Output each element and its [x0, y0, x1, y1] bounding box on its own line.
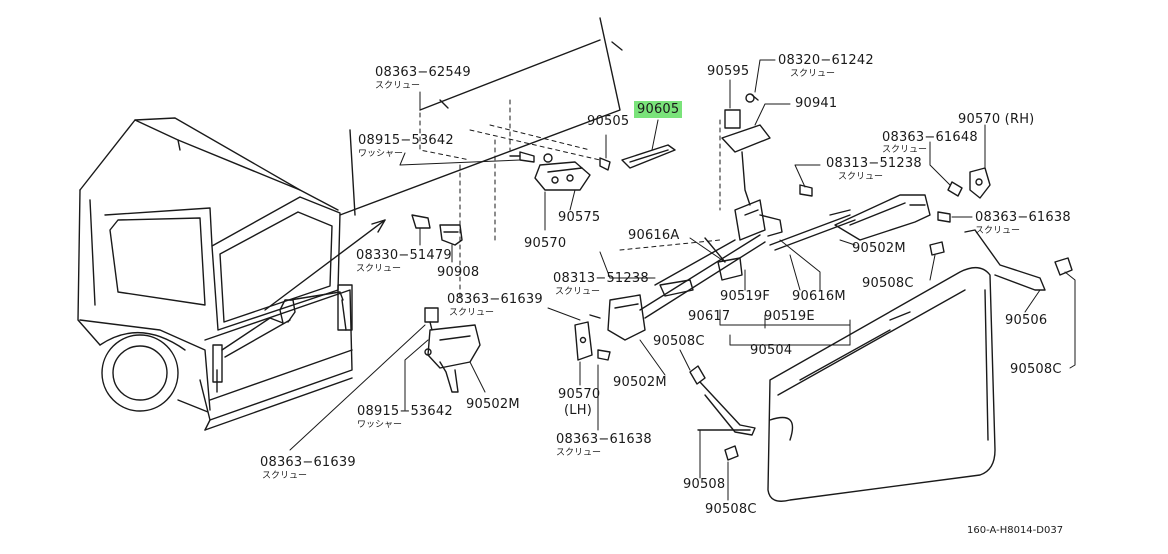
part-label-90504[interactable]: 90504	[750, 343, 793, 358]
part-label-90616a[interactable]: 90616A	[628, 228, 680, 243]
part-label-08363-61638-right[interactable]: 08363−61638	[975, 210, 1071, 225]
highlighted-part: 90605	[634, 101, 683, 118]
part-label-90519f[interactable]: 90519F	[720, 289, 771, 304]
part-label-90508c-bottom[interactable]: 90508C	[705, 502, 757, 517]
part-label-90502m-left[interactable]: 90502M	[466, 397, 520, 412]
part-label-08320-61242[interactable]: 08320−61242	[778, 53, 874, 68]
glass-panel-outline	[340, 18, 622, 215]
part-label-90617[interactable]: 90617	[688, 309, 731, 324]
part-label-90575[interactable]: 90575	[558, 210, 601, 225]
part-label-08363-61648[interactable]: 08363−61648	[882, 130, 978, 145]
lower-handle	[690, 366, 755, 460]
part-sublabel: スクリュー	[882, 145, 928, 155]
part-label-90505[interactable]: 90505	[587, 114, 630, 129]
leader-lines	[290, 60, 1075, 500]
part-sublabel: スクリュー	[375, 81, 421, 91]
diagram-code: 160-A-H8014-D037	[967, 525, 1064, 536]
part-label-08363-61639-mid[interactable]: 08363−61639	[447, 292, 543, 307]
part-label-90506[interactable]: 90506	[1005, 313, 1048, 328]
part-sublabel: スクリュー	[790, 69, 836, 79]
part-label-08915-53642-top[interactable]: 08915−53642	[358, 133, 454, 148]
part-label-08313-51238-top[interactable]: 08313−51238	[826, 156, 922, 171]
part-label-90570-rh[interactable]: 90570 (RH)	[958, 112, 1035, 127]
part-sublabel: ワッシャー	[357, 420, 403, 430]
part-label-90508[interactable]: 90508	[683, 477, 726, 492]
part-label-08915-53642-bottom[interactable]: 08915−53642	[357, 404, 453, 419]
part-label-90941[interactable]: 90941	[795, 96, 838, 111]
part-label-90502m-mid[interactable]: 90502M	[613, 375, 667, 390]
left-latch	[425, 308, 480, 392]
part-label-90570[interactable]: 90570	[524, 236, 567, 251]
part-label-90570-lh-side: (LH)	[564, 403, 592, 418]
part-label-08313-51238-mid[interactable]: 08313−51238	[553, 271, 649, 286]
right-hinge	[800, 168, 990, 240]
part-sublabel: スクリュー	[449, 308, 495, 318]
part-label-08363-62549[interactable]: 08363−62549	[375, 65, 471, 80]
rods	[640, 215, 855, 318]
part-label-90605[interactable]: 90605	[634, 101, 683, 118]
clip-90908	[412, 215, 462, 245]
part-label-90519e[interactable]: 90519E	[764, 309, 815, 324]
part-sublabel: スクリュー	[975, 226, 1021, 236]
center-latch	[575, 280, 693, 360]
part-label-08363-61638-bottom[interactable]: 08363−61638	[556, 432, 652, 447]
lock-actuator	[722, 94, 782, 240]
part-label-90616m[interactable]: 90616M	[792, 289, 846, 304]
part-label-08330-51479[interactable]: 08330−51479	[356, 248, 452, 263]
part-label-90508c-mid[interactable]: 90508C	[653, 334, 705, 349]
part-label-90502m-right[interactable]: 90502M	[852, 241, 906, 256]
part-sublabel: ワッシャー	[358, 149, 404, 159]
part-sublabel: スクリュー	[556, 448, 602, 458]
right-handle	[930, 230, 1072, 290]
vehicle-outline	[78, 118, 385, 430]
part-sublabel: スクリュー	[356, 264, 402, 274]
part-label-90595[interactable]: 90595	[707, 64, 750, 79]
part-label-90908[interactable]: 90908	[437, 265, 480, 280]
part-label-90508c-far[interactable]: 90508C	[1010, 362, 1062, 377]
part-sublabel: スクリュー	[838, 172, 884, 182]
part-label-90570-lh[interactable]: 90570	[558, 387, 601, 402]
part-label-08363-61639-bottom[interactable]: 08363−61639	[260, 455, 356, 470]
upper-hinge	[510, 145, 675, 190]
part-sublabel: スクリュー	[262, 471, 308, 481]
tailgate-panel	[768, 268, 995, 502]
part-sublabel: スクリュー	[555, 287, 601, 297]
part-label-90508c-right[interactable]: 90508C	[862, 276, 914, 291]
leader-lines-dashed	[420, 100, 720, 300]
